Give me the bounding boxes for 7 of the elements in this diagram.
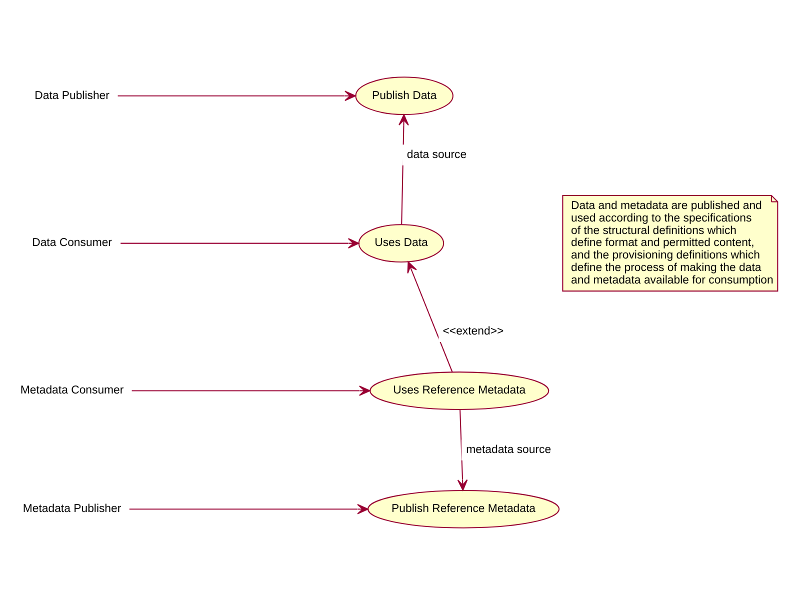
node-text: Metadata Publisher (22, 503, 122, 516)
edge-label: metadata source (466, 444, 552, 456)
edge-label: data source (406, 148, 467, 161)
node-text: Data Publisher (34, 90, 110, 102)
node-text: Data Consumer (32, 237, 112, 250)
node-text: Metadata Consumer (20, 384, 124, 397)
edge-label: <<extend>> (442, 325, 504, 338)
